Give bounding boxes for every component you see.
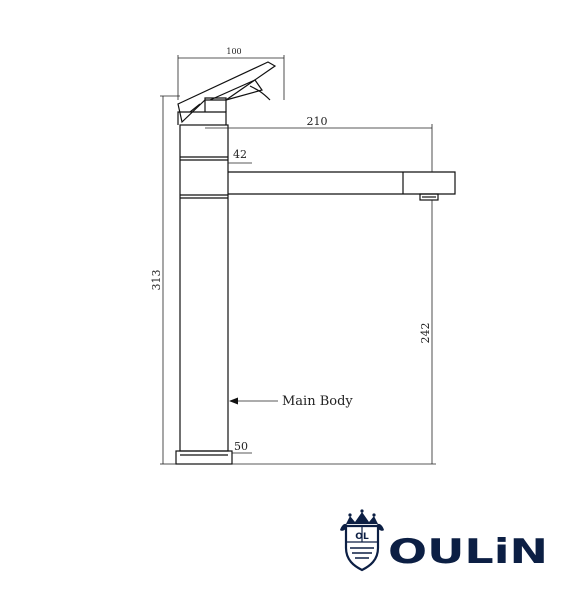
brand-wordmark: OULiN (388, 532, 548, 572)
handle-lever-arc (249, 85, 271, 101)
crest-letters: OL (355, 532, 369, 542)
aerator (419, 193, 439, 201)
callout-label-main-body: Main Body (282, 394, 353, 409)
handle-lever-line (189, 103, 201, 113)
dimension-label-body-thickness: 42 (233, 148, 247, 161)
dimension-spout-height: 242 (232, 200, 436, 465)
faucet-outline (175, 61, 456, 465)
dimension-base-width: 50 (232, 440, 252, 454)
handle-lever-inner (209, 79, 263, 101)
crown-shield-crest-icon: OL (340, 509, 384, 572)
spout-arm (228, 171, 456, 195)
dimension-label-spout-reach: 210 (307, 115, 328, 128)
dimension-label-spout-height: 242 (419, 323, 432, 344)
main-body-column (179, 124, 229, 452)
brand-logo: OL OULiN (340, 509, 548, 572)
dimension-label-handle-width: 100 (226, 47, 241, 56)
callout-arrowhead (229, 397, 238, 405)
dimension-label-base-width: 50 (234, 440, 248, 453)
callout-main-body: Main Body (229, 394, 353, 409)
dimension-label-total-height: 313 (150, 270, 163, 291)
dimension-total-height: 313 (150, 95, 180, 465)
handle-housing (177, 111, 227, 125)
dimension-spout-reach: 210 (205, 115, 433, 172)
base-plate (175, 450, 233, 465)
dimension-body-thickness: 42 (228, 148, 252, 164)
dimension-handle-width: 100 (177, 47, 285, 100)
